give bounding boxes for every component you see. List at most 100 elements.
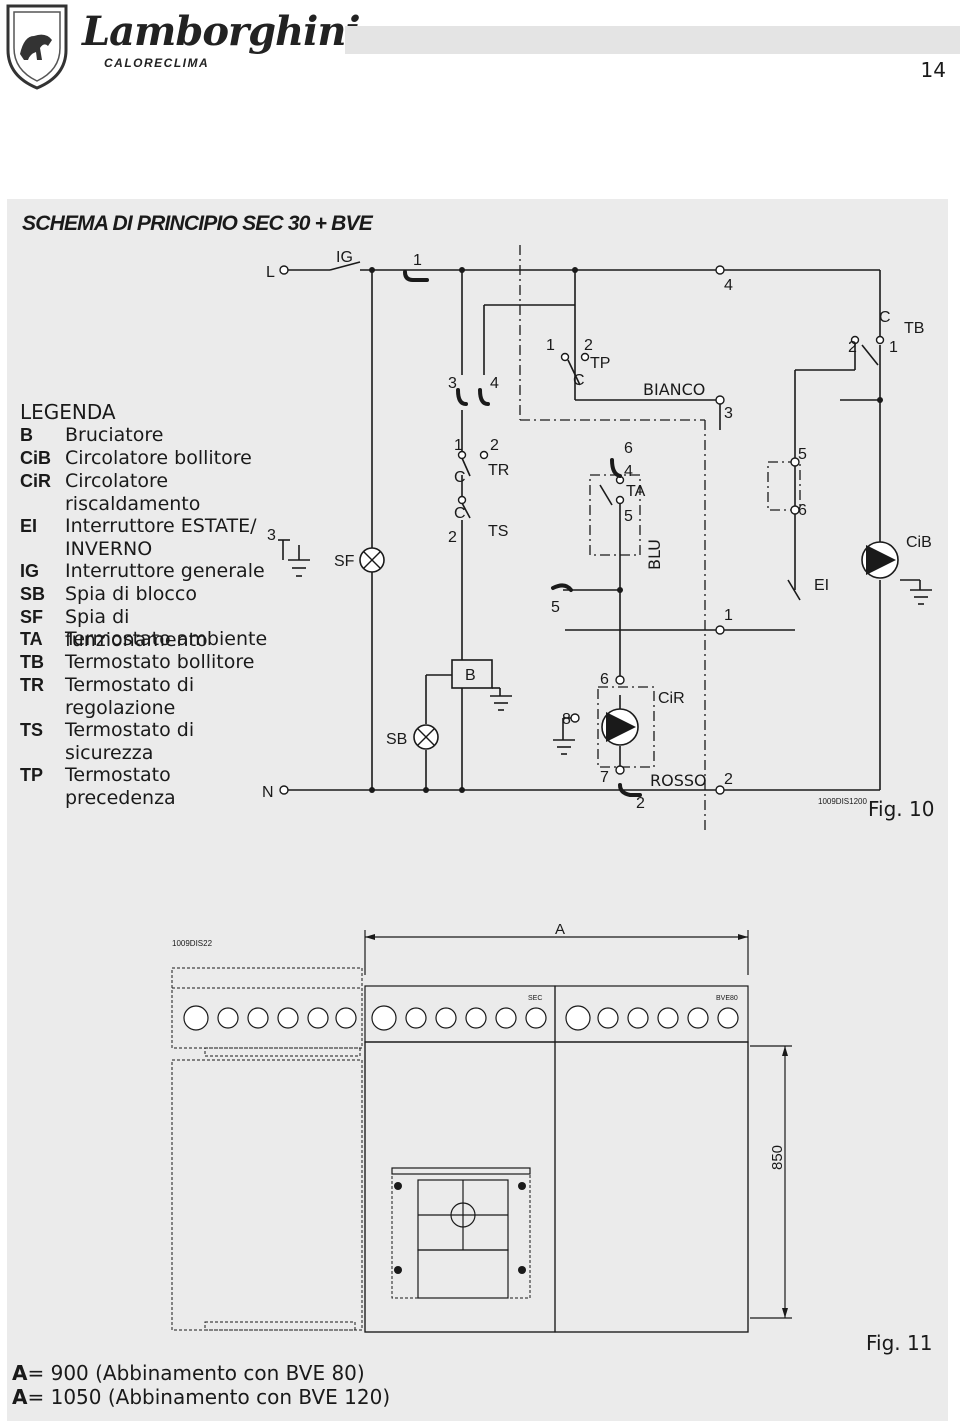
label-terminal: 6 [624, 440, 633, 457]
panel-right-label: BVE80 [716, 995, 738, 1002]
label-terminal: 4 [624, 463, 633, 480]
footnote-line: A= 1050 (Abbinamento con BVE 120) [12, 1385, 390, 1409]
footnote-text: = 900 (Abbinamento con BVE 80) [27, 1361, 365, 1385]
dimension-a-label: A [555, 921, 565, 938]
figure-caption: Fig. 11 [866, 1331, 932, 1355]
label-terminal: 2 [636, 795, 645, 812]
legend-item: CiB Circolatore bollitore [20, 447, 270, 470]
legend-desc: Interruttore ESTATE/ INVERNO [65, 515, 257, 560]
legend-desc: Termostato di regolazione [65, 674, 195, 719]
legend-desc: Spia di funzionamento [65, 606, 208, 651]
wire-blue-label: BLU [645, 539, 664, 570]
legend-code: B [20, 425, 33, 445]
footnote-line: A= 900 (Abbinamento con BVE 80) [12, 1361, 390, 1385]
legend-desc: Termostato precedenza [65, 764, 176, 809]
figure-caption: Fig. 10 [868, 797, 934, 821]
label-terminal: 3 [267, 527, 276, 544]
page-number: 14 [920, 58, 946, 82]
legend-code: SF [20, 607, 44, 627]
wire-red-label: ROSSO [650, 771, 707, 790]
legend-desc: Termostato ambiente [65, 628, 268, 650]
label-terminal: 2 [490, 437, 499, 454]
legend-code: TB [20, 652, 44, 672]
dimension-height-label: 850 [769, 1145, 786, 1170]
label-terminal: 4 [490, 375, 499, 392]
legend-desc: Spia di blocco [65, 583, 197, 605]
content-panel [7, 199, 948, 1421]
wire-white-label: BIANCO [643, 380, 705, 399]
label-burner: B [465, 667, 476, 684]
label-terminal: 2 [584, 337, 593, 354]
label-ts: TS [488, 523, 508, 540]
label-terminal: 5 [551, 599, 560, 616]
legend-item: CiR Circolatore riscaldamento [20, 470, 220, 515]
label-terminal: 2 [724, 771, 733, 788]
legend-item: B Bruciatore [20, 424, 270, 447]
legend-code: IG [20, 561, 40, 581]
legend-code: EI [20, 516, 38, 536]
wiring-diagram: L N IG 1 SF SB 3 3 4 1 2 C TR C 2 TS B 1… [262, 245, 934, 830]
brand-subtitle: CALORECLIMA [104, 56, 210, 70]
label-terminal: 1 [889, 339, 898, 356]
legend-item: TR Termostato di regolazione [20, 674, 220, 719]
label-terminal: 4 [724, 277, 733, 294]
legend-item: SB Spia di blocco [20, 583, 270, 606]
label-terminal: 2 [448, 529, 457, 546]
footnote-text: = 1050 (Abbinamento con BVE 120) [27, 1385, 391, 1409]
label-c: C [573, 372, 585, 389]
legend-code: CiR [20, 471, 51, 491]
label-terminal: 1 [413, 252, 422, 269]
legend-code: SB [20, 584, 46, 604]
legend-desc: Circolatore bollitore [65, 447, 252, 469]
label-neutral: N [262, 784, 274, 801]
legend-desc: Circolatore riscaldamento [65, 470, 201, 515]
legend-code: TA [20, 629, 43, 649]
header-bar [345, 26, 960, 54]
panel-left-label: SEC [528, 995, 542, 1002]
brand-logo-shield [6, 4, 68, 90]
label-terminal: 6 [600, 671, 609, 688]
label-terminal: 1 [724, 607, 733, 624]
label-ei: EI [814, 577, 829, 594]
label-terminal: 1 [454, 437, 463, 454]
brand-name: Lamborghini [82, 8, 361, 55]
label-terminal: 7 [600, 769, 609, 786]
legend-desc: Bruciatore [65, 424, 164, 446]
legend-code: CiB [20, 448, 51, 468]
legend-code: TS [20, 720, 44, 740]
label-terminal: 5 [798, 446, 807, 463]
figure-code: 1009DIS1200 [818, 797, 867, 806]
label-terminal: 2 [848, 339, 857, 356]
legend-desc: Interruttore generale [65, 560, 265, 582]
label-terminal: 3 [448, 375, 457, 392]
legend-code: TR [20, 675, 44, 695]
label-ig: IG [336, 249, 353, 266]
legend-title: LEGENDA [20, 400, 116, 424]
label-sf: SF [334, 553, 355, 570]
label-terminal: 5 [624, 508, 633, 525]
label-tp: TP [590, 355, 610, 372]
label-c: C [879, 309, 891, 326]
footnotes: A= 900 (Abbinamento con BVE 80) A= 1050 … [12, 1361, 390, 1409]
legend-code: TP [20, 765, 44, 785]
legend-item: IG Interruttore generale [20, 560, 270, 583]
drawing-code: 1009DIS22 [172, 939, 213, 948]
label-line: L [266, 264, 275, 281]
label-ta: TA [626, 483, 646, 500]
label-terminal: 1 [546, 337, 555, 354]
label-terminal: 6 [798, 502, 807, 519]
label-terminal: 3 [724, 405, 733, 422]
section-title: SCHEMA DI PRINCIPIO SEC 30 + BVE [22, 212, 373, 235]
label-cib: CiB [906, 534, 932, 551]
legend-item: TA Termostato ambiente [20, 628, 270, 651]
label-c: C [454, 505, 466, 522]
footnote-key: A [12, 1361, 28, 1385]
legend-item: TP Termostato precedenza [20, 764, 195, 809]
label-c: C [454, 469, 466, 486]
label-sb: SB [386, 731, 407, 748]
legend-item: EI Interruttore ESTATE/ INVERNO [20, 515, 272, 560]
legend-item: SF Spia di funzionamento [20, 606, 270, 651]
label-tb: TB [904, 320, 924, 337]
